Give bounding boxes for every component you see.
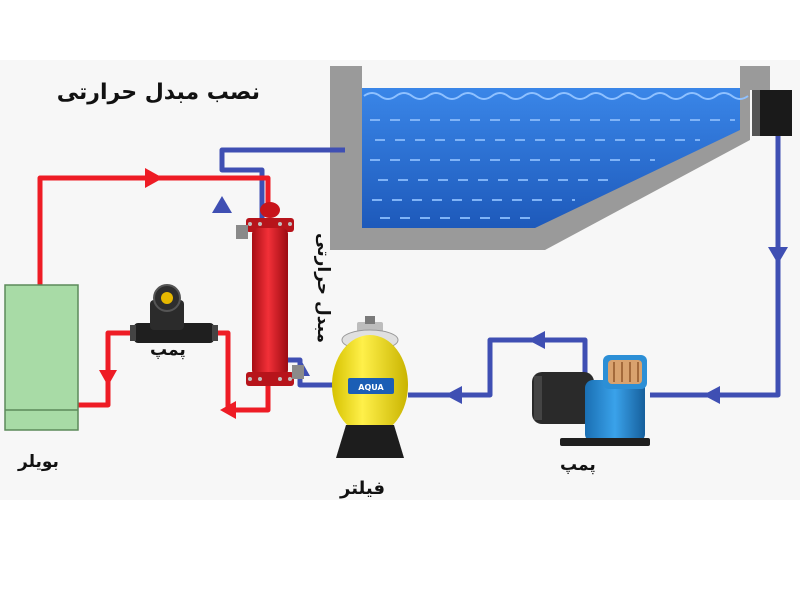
- filter-label: فیلتر: [340, 478, 386, 499]
- cold-water-pipes: [219, 136, 781, 398]
- water-waves: [363, 92, 749, 100]
- sand-filter-icon: AQUA: [332, 316, 408, 458]
- circulation-pump-icon: [130, 284, 218, 343]
- water-ripples: [370, 119, 735, 219]
- pool-pump-icon: [532, 355, 650, 446]
- pool-water: [362, 88, 745, 235]
- pool-pump-label: پمپ: [560, 455, 596, 475]
- pipe-pump-to-filter: [408, 337, 588, 398]
- pipe-boiler-return: [78, 330, 140, 408]
- boiler-icon: [4, 284, 79, 431]
- hot-flow-arrows: [99, 168, 236, 419]
- filter-badge: [348, 378, 394, 394]
- pool: [330, 66, 792, 250]
- pipe-skimmer-to-pump: [650, 136, 781, 398]
- heat-exchanger-label: مبدل حرارتی: [312, 233, 333, 343]
- filter-badge-text: AQUA: [358, 383, 384, 392]
- heat-exchanger-icon: [236, 202, 304, 386]
- diagram-title: نصب مبدل حرارتی: [56, 80, 260, 105]
- boiler-label: بویلر: [18, 452, 59, 472]
- circulation-pump-label: پمپ: [150, 340, 186, 360]
- pool-wall: [330, 66, 770, 250]
